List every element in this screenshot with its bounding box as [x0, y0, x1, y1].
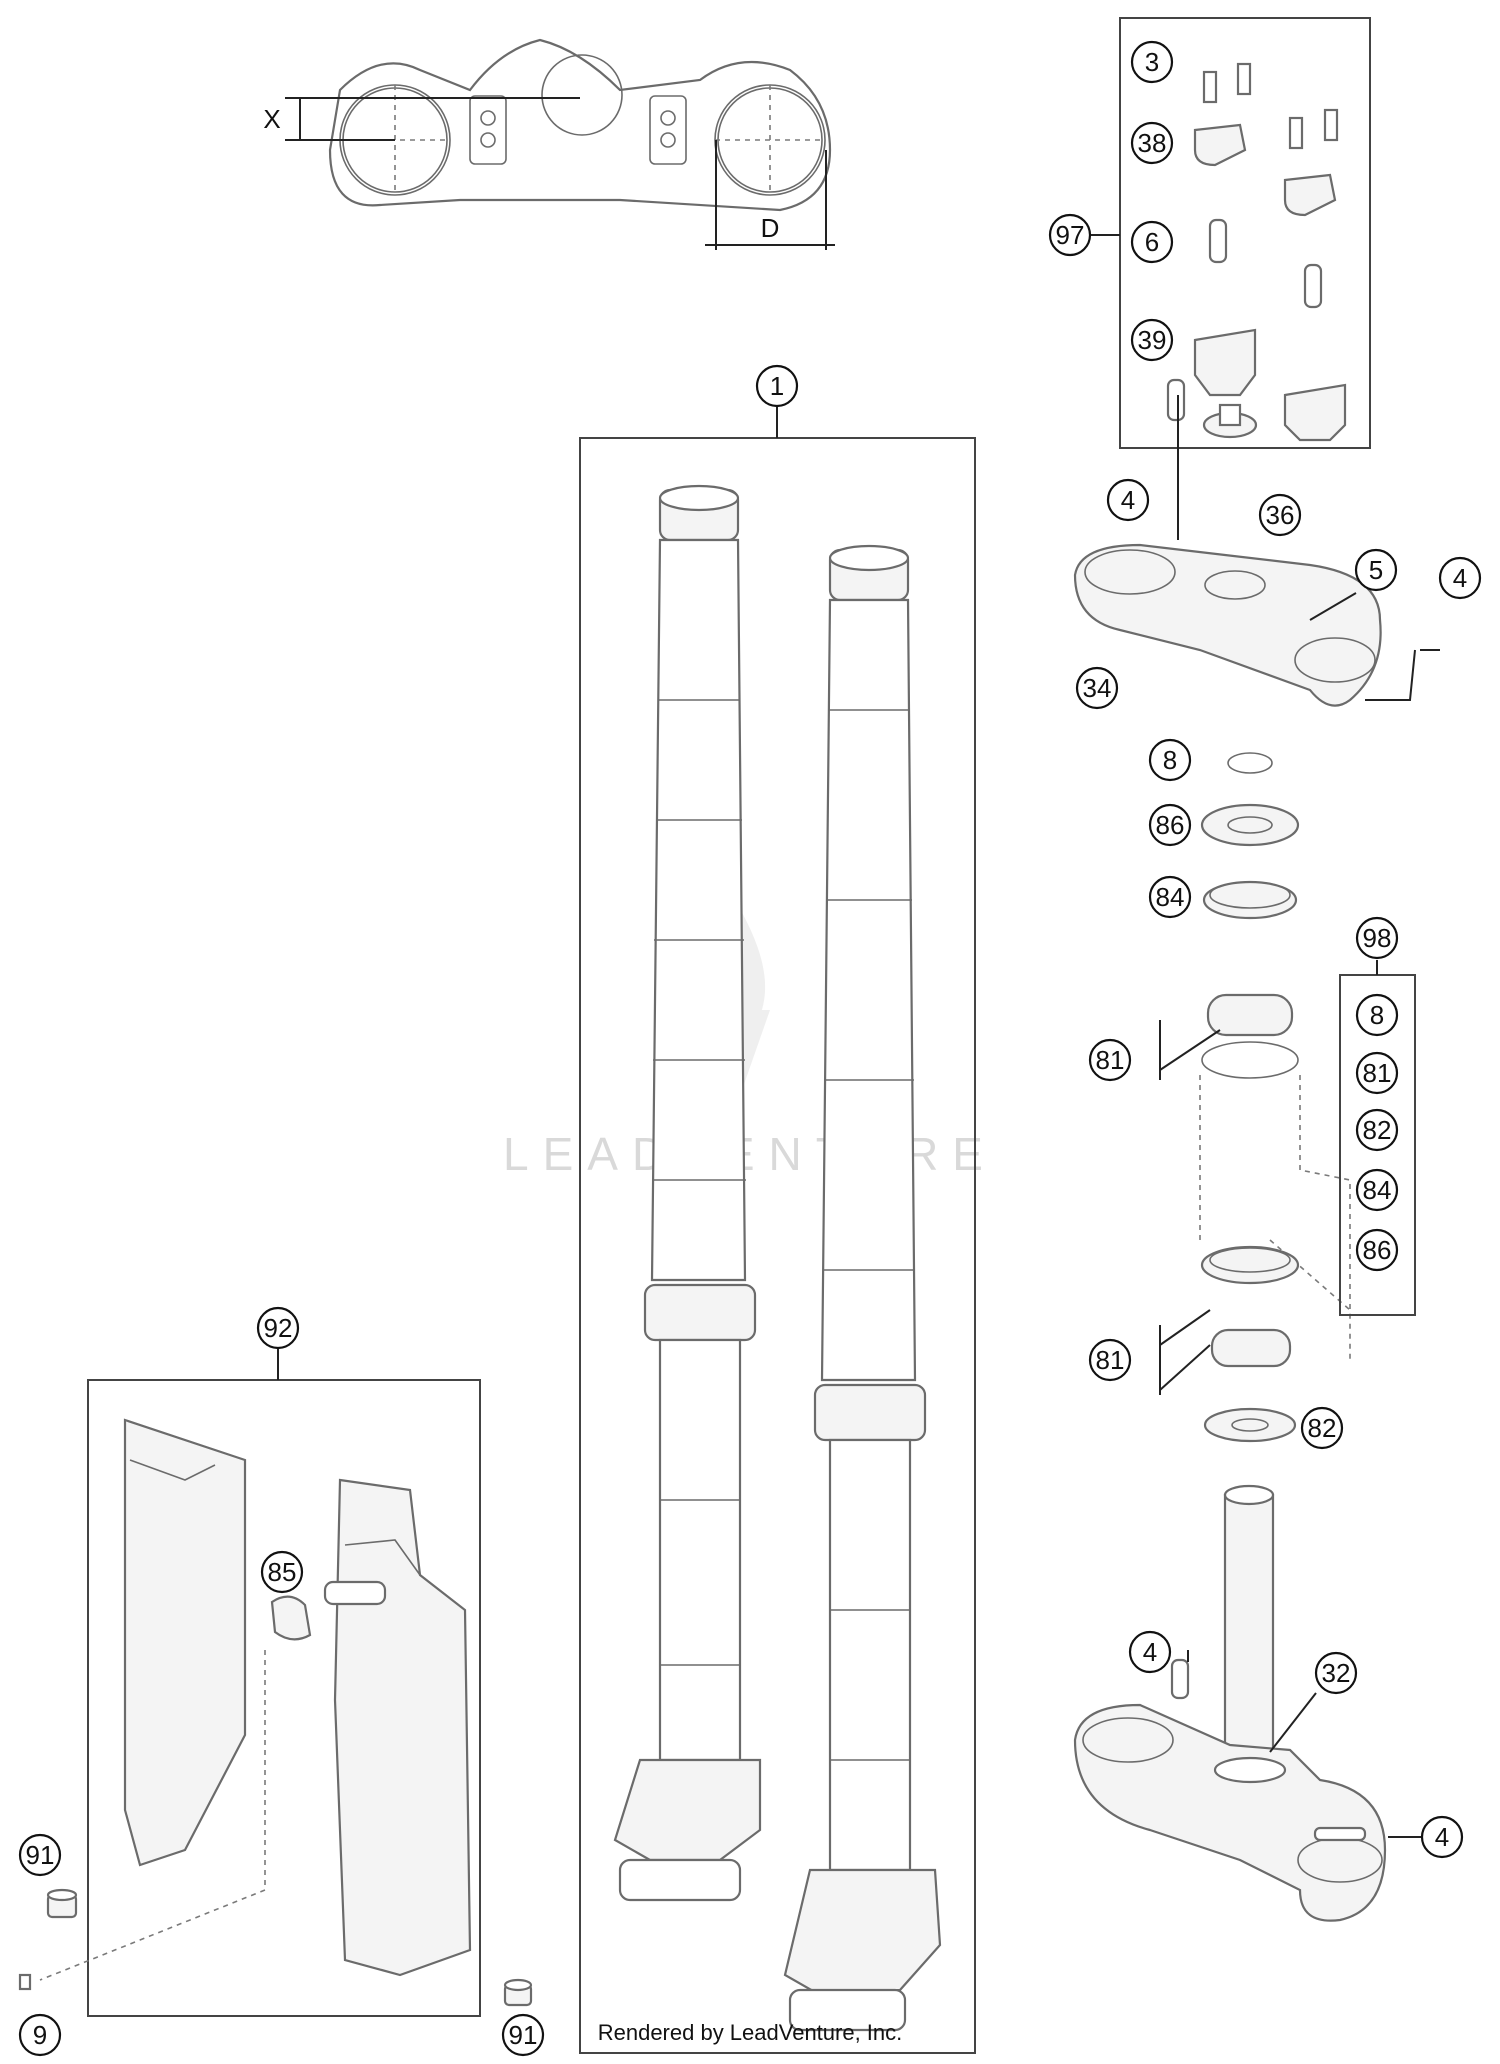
dimension-x-label: X [263, 104, 280, 134]
callout-85-label: 85 [268, 1557, 297, 1587]
callout-4a-label: 4 [1121, 485, 1135, 515]
kit-98-item-84-label: 84 [1363, 1175, 1392, 1205]
fork-assembly-box [579, 406, 976, 2054]
callout-92: 92 [256, 1306, 300, 1350]
callout-9-label: 9 [33, 2020, 47, 2050]
leadventure-watermark: LEADVENTURE [503, 900, 997, 1180]
kit-97-box [1090, 17, 1371, 449]
upper-triple-clamp-part [1073, 378, 1382, 707]
kit-98-item-81-label: 81 [1363, 1058, 1392, 1088]
bolt-91-left-part [46, 1888, 78, 1919]
callout-3-label: 3 [1145, 47, 1159, 77]
kit-98-item-86: 86 [1355, 1228, 1399, 1272]
kit-98-item-82: 82 [1355, 1108, 1399, 1152]
callout-4c-label: 4 [1143, 1637, 1157, 1667]
watermark-text: LEADVENTURE [503, 1128, 997, 1180]
right-fork-guard-part [333, 1478, 472, 1977]
kit-98-item-8-label: 8 [1370, 1000, 1384, 1030]
frame-head-outline [1199, 1075, 1351, 1360]
kit-98-box [1339, 960, 1416, 1316]
lower-bearing-stack [1200, 1245, 1300, 1443]
callout-5: 5 [1354, 548, 1398, 592]
callout-4d-label: 4 [1435, 1822, 1449, 1852]
callout-4-upper-right: 4 [1438, 556, 1482, 600]
right-fork-leg-part [783, 544, 942, 2032]
callout-1: 1 [755, 364, 799, 408]
bolt-part [1202, 62, 1339, 150]
clamp-part [1193, 123, 1347, 442]
callout-1-label: 1 [770, 371, 784, 401]
callout-39: 39 [1130, 318, 1174, 362]
callout-4-lower-left: 4 [1128, 1630, 1172, 1674]
callout-34-label: 34 [1083, 673, 1112, 703]
callout-91-right: 91 [501, 2013, 545, 2057]
triple-clamp-dimension-view: X D [263, 38, 835, 250]
callout-6: 6 [1130, 220, 1174, 264]
kit-98-item-86-label: 86 [1363, 1235, 1392, 1265]
callout-4b-label: 4 [1453, 563, 1467, 593]
callout-32-label: 32 [1322, 1658, 1351, 1688]
screw-9-part [18, 1973, 32, 1991]
kit-98-item-81: 81 [1355, 1051, 1399, 1095]
callout-leaders [1159, 395, 1440, 1838]
callout-38: 38 [1130, 121, 1174, 165]
left-fork-guard-part [123, 1418, 247, 1867]
callout-8-label: 8 [1163, 745, 1177, 775]
callout-81b-label: 81 [1096, 1345, 1125, 1375]
lower-triple-clamp-part [1073, 1484, 1387, 1922]
callout-9: 9 [18, 2013, 62, 2057]
callout-97-label: 97 [1056, 220, 1085, 250]
callout-97: 97 [1048, 213, 1092, 257]
callout-36-label: 36 [1266, 500, 1295, 530]
callout-86: 86 [1148, 803, 1192, 847]
callout-34: 34 [1075, 666, 1119, 710]
kit-98-item-84: 84 [1355, 1168, 1399, 1212]
kit-98-item-82-label: 82 [1363, 1115, 1392, 1145]
cable-guide-part [270, 1580, 387, 1641]
dimension-d-label: D [761, 213, 780, 243]
bolt-91-right-part [503, 1978, 533, 2007]
callout-39-label: 39 [1138, 325, 1167, 355]
callout-98: 98 [1355, 916, 1399, 960]
callout-3: 3 [1130, 40, 1174, 84]
callout-91a-label: 91 [26, 1840, 55, 1870]
callout-5-label: 5 [1369, 555, 1383, 585]
callout-38-label: 38 [1138, 128, 1167, 158]
callout-4-upper-left: 4 [1106, 478, 1150, 522]
callout-92-label: 92 [264, 1313, 293, 1343]
kit-98-item-8: 8 [1355, 993, 1399, 1037]
callout-91b-label: 91 [509, 2020, 538, 2050]
callout-81-upper: 81 [1088, 1038, 1132, 1082]
callout-81-lower: 81 [1088, 1338, 1132, 1382]
callout-91-left: 91 [18, 1833, 62, 1877]
callout-81a-label: 81 [1096, 1045, 1125, 1075]
fork-protector-box [39, 1348, 481, 2017]
callout-84-label: 84 [1156, 882, 1185, 912]
callout-86-label: 86 [1156, 810, 1185, 840]
callout-4-lower-right: 4 [1420, 1815, 1464, 1859]
callout-36: 36 [1258, 493, 1302, 537]
steering-bearing-stack [1200, 752, 1300, 1079]
callout-84: 84 [1148, 875, 1192, 919]
callout-82: 82 [1300, 1406, 1344, 1450]
footer-credit: Rendered by LeadVenture, Inc. [597, 2020, 903, 2045]
callout-98-label: 98 [1363, 923, 1392, 953]
left-fork-leg-part [613, 484, 762, 1902]
callout-8: 8 [1148, 738, 1192, 782]
callout-85: 85 [260, 1550, 304, 1594]
callout-82-label: 82 [1308, 1413, 1337, 1443]
callout-6-label: 6 [1145, 227, 1159, 257]
callout-32: 32 [1314, 1651, 1358, 1695]
